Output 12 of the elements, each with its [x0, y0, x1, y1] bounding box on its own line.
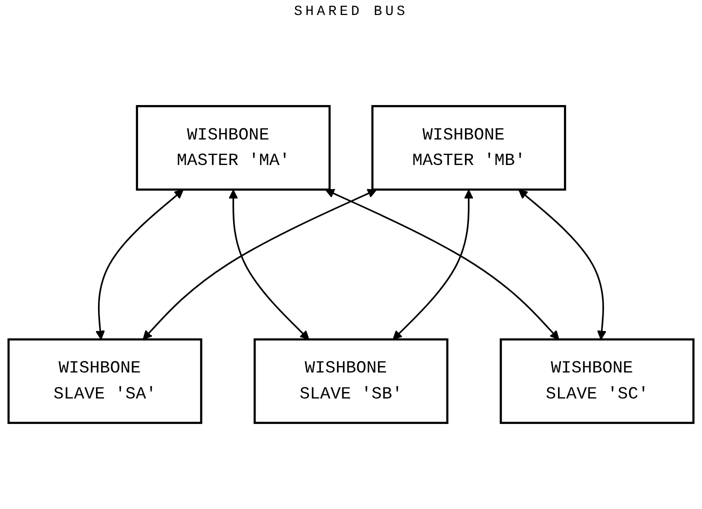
bus-label: SHARED BUS — [294, 4, 408, 20]
arrow — [142, 188, 377, 340]
arrow — [325, 188, 560, 340]
node-box: WISHBONE SLAVE 'SC' — [500, 338, 695, 424]
node-box: WISHBONE SLAVE 'SA' — [8, 338, 202, 424]
node-box: WISHBONE MASTER 'MA' — [136, 105, 331, 191]
node-box: WISHBONE MASTER 'MB' — [371, 105, 566, 191]
arrow — [518, 189, 606, 340]
arrow — [392, 190, 474, 340]
arrow — [96, 189, 184, 340]
arrow — [228, 190, 310, 340]
node-box: WISHBONE SLAVE 'SB' — [254, 338, 448, 424]
